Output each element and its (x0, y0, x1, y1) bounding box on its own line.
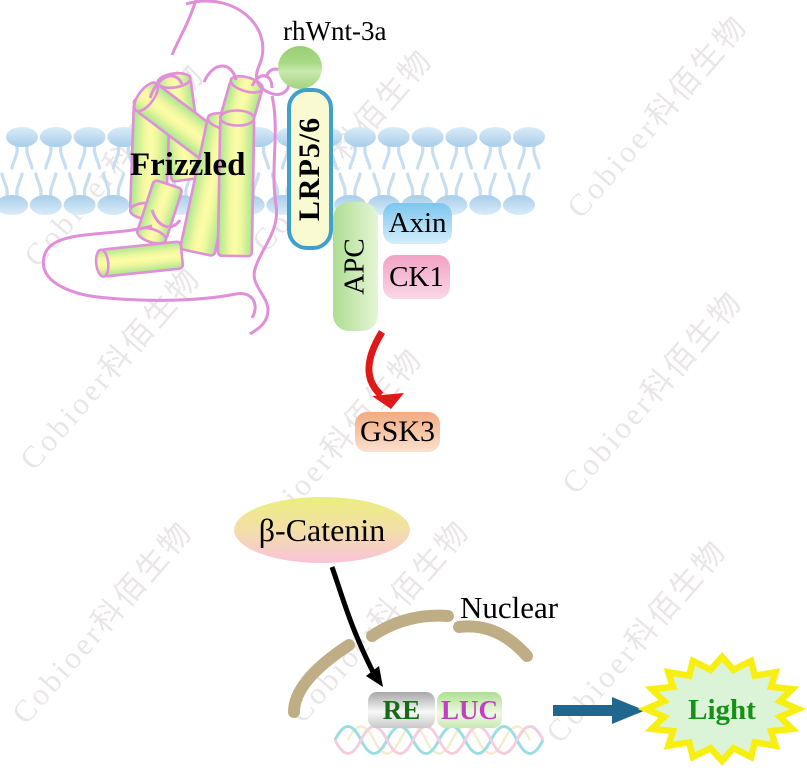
axin-label: Axin (388, 207, 447, 239)
translocation-arrow (329, 566, 383, 687)
gsk3-label: GSK3 (359, 415, 435, 448)
inhibition-arrow (365, 330, 404, 409)
ligand-label: rhWnt-3a (283, 16, 387, 46)
axin-box: Axin (383, 203, 452, 244)
receptor-loops (41, 0, 291, 336)
gsk3-box: GSK3 (355, 412, 440, 452)
receptor-label: Frizzled (130, 147, 246, 183)
output-arrow (553, 697, 645, 724)
apc-box: APC (333, 202, 378, 331)
cell-membrane (0, 125, 547, 217)
ck1-label: CK1 (389, 260, 444, 293)
beta-catenin-label: β-Catenin (258, 511, 386, 548)
ck1-box: CK1 (383, 255, 450, 299)
light-starburst (637, 652, 807, 766)
beta-catenin-ellipse: β-Catenin (234, 497, 410, 563)
wnt-ligand-circle (278, 46, 322, 89)
apc-label: APC (339, 238, 372, 295)
re-label: RE (382, 694, 421, 725)
dna-helix (333, 725, 545, 755)
lrp5-6-box: LRP5/6 (287, 88, 333, 250)
response-element-box: RE (368, 692, 435, 728)
nuclear-membrane (288, 609, 533, 718)
luc-label: LUC (440, 694, 498, 725)
frizzled-receptor (94, 71, 264, 278)
nuclear-label: Nuclear (460, 590, 559, 625)
luciferase-box: LUC (437, 692, 502, 728)
lrp5-6-label: LRP5/6 (293, 116, 326, 222)
light-label: Light (688, 694, 756, 726)
